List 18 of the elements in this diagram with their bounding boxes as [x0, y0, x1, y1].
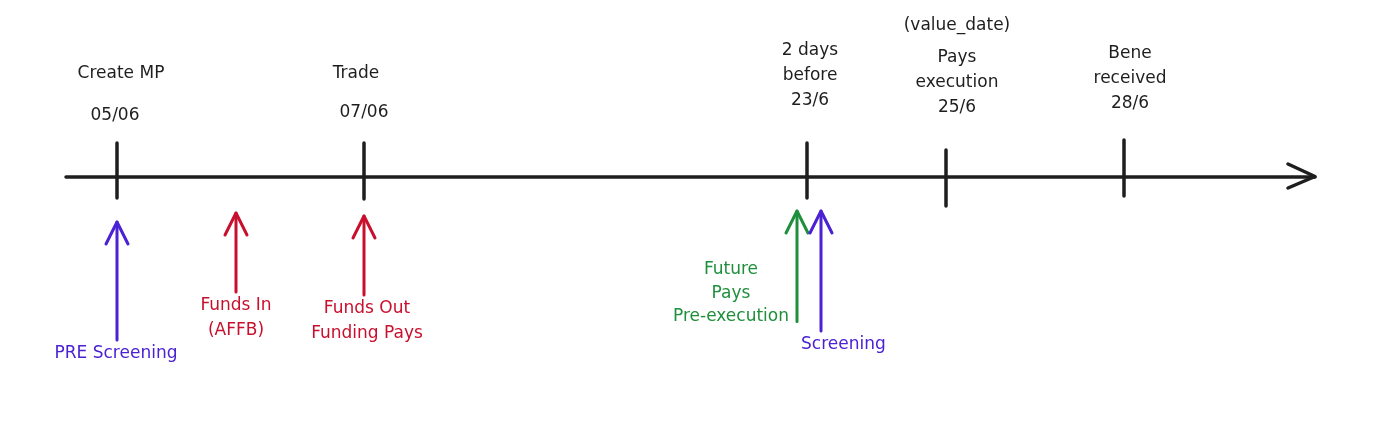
- arrow: [351, 214, 377, 297]
- event-label: Create MP: [76, 61, 166, 84]
- event-label: Bene received 28/6: [1092, 41, 1168, 114]
- annotation-text: Funds In (AFFB): [190, 292, 282, 342]
- annotation-text: Screening: [801, 331, 901, 356]
- event-label: 2 days before 23/6: [780, 38, 840, 111]
- arrow: [104, 220, 130, 342]
- event-label: Trade: [331, 61, 381, 84]
- annotation-text: Funds Out Funding Pays: [303, 295, 431, 345]
- event-label: (value_date): [902, 13, 1012, 37]
- arrow: [808, 209, 834, 333]
- annotation-text: PRE Screening: [36, 340, 196, 365]
- date-label: 07/06: [338, 100, 390, 123]
- date-label: 05/06: [89, 103, 141, 126]
- arrow: [223, 211, 249, 294]
- annotation-text: Future Pays Pre-execution: [668, 257, 794, 328]
- arrow: [784, 209, 810, 323]
- event-label: Pays execution 25/6: [914, 45, 1000, 118]
